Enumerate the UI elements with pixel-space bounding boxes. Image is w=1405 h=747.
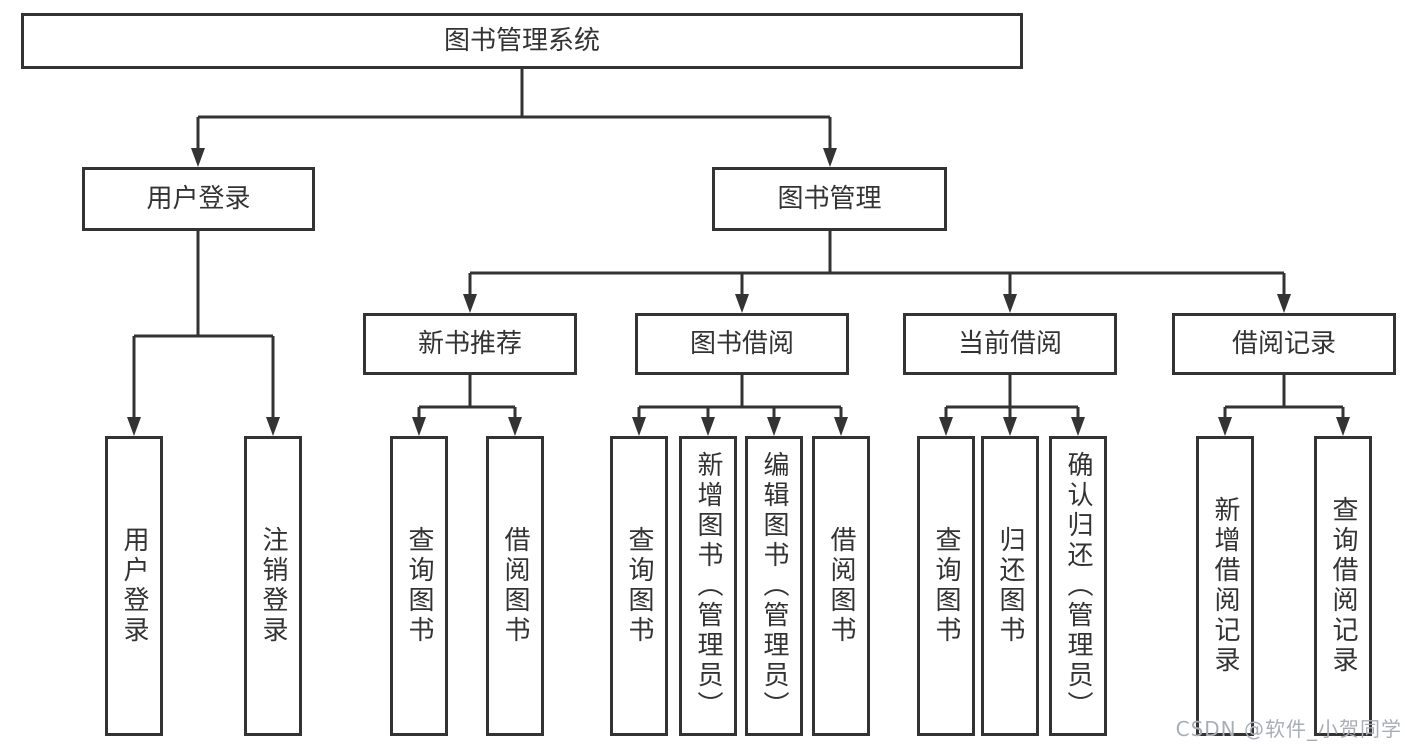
node-label: 用户登录 bbox=[146, 184, 251, 214]
node-label: 借阅图书 bbox=[826, 526, 856, 646]
arrow-down-icon bbox=[463, 294, 477, 313]
node-label: 新增图书（管理员） bbox=[693, 451, 723, 721]
arrow-down-icon bbox=[412, 417, 426, 436]
node-book-borrowing: 图书借阅 bbox=[635, 313, 849, 375]
leaf-borrow-books-recommend: 借阅图书 bbox=[486, 436, 544, 736]
node-label: 图书管理 bbox=[777, 184, 882, 214]
arrow-down-icon bbox=[939, 417, 953, 436]
node-label: 查询图书 bbox=[404, 526, 434, 646]
arrow-down-icon bbox=[767, 417, 781, 436]
node-label: 查询图书 bbox=[624, 526, 654, 646]
leaf-logout: 注销登录 bbox=[244, 436, 302, 736]
arrow-down-icon bbox=[1003, 417, 1017, 436]
leaf-confirm-return-admin: 确认归还（管理员） bbox=[1049, 436, 1107, 736]
node-label: 用户登录 bbox=[119, 526, 149, 646]
arrow-down-icon bbox=[1071, 417, 1085, 436]
arrow-down-icon bbox=[834, 417, 848, 436]
node-label: 借阅记录 bbox=[1231, 329, 1336, 359]
arrow-down-icon bbox=[1277, 294, 1291, 313]
arrow-down-icon bbox=[127, 417, 141, 436]
arrow-down-icon bbox=[632, 417, 646, 436]
leaf-user-login: 用户登录 bbox=[105, 436, 163, 736]
arrow-down-icon bbox=[1003, 294, 1017, 313]
node-label: 查询借阅记录 bbox=[1328, 496, 1358, 676]
node-label: 新书推荐 bbox=[417, 329, 522, 359]
node-label: 确认归还（管理员） bbox=[1063, 451, 1093, 721]
node-label: 新增借阅记录 bbox=[1210, 496, 1240, 676]
leaf-query-borrow-record: 查询借阅记录 bbox=[1314, 436, 1372, 736]
leaf-add-borrow-record: 新增借阅记录 bbox=[1196, 436, 1254, 736]
leaf-query-books-recommend: 查询图书 bbox=[390, 436, 448, 736]
node-label: 查询图书 bbox=[931, 526, 961, 646]
leaf-return-books: 归还图书 bbox=[981, 436, 1039, 736]
arrow-down-icon bbox=[508, 417, 522, 436]
arrow-down-icon bbox=[701, 417, 715, 436]
arrow-down-icon bbox=[266, 417, 280, 436]
node-new-book-recommendation: 新书推荐 bbox=[363, 313, 577, 375]
node-label: 图书管理系统 bbox=[443, 26, 600, 56]
node-current-borrowing: 当前借阅 bbox=[903, 313, 1117, 375]
arrow-down-icon bbox=[735, 294, 749, 313]
node-label: 编辑图书（管理员） bbox=[759, 451, 789, 721]
arrow-down-icon bbox=[191, 148, 205, 167]
arrow-down-icon bbox=[1218, 417, 1232, 436]
arrow-down-icon bbox=[1336, 417, 1350, 436]
node-user-login-branch: 用户登录 bbox=[82, 167, 315, 231]
arrow-down-icon bbox=[823, 148, 837, 167]
node-label: 图书借阅 bbox=[689, 329, 794, 359]
node-label: 注销登录 bbox=[258, 526, 288, 646]
leaf-borrow-books-borrowing: 借阅图书 bbox=[812, 436, 870, 736]
node-book-management-branch: 图书管理 bbox=[712, 167, 947, 231]
csdn-watermark: CSDN @软件_小贺同学 bbox=[1175, 717, 1402, 741]
node-label: 借阅图书 bbox=[500, 526, 530, 646]
node-label: 归还图书 bbox=[995, 526, 1025, 646]
node-label: 当前借阅 bbox=[957, 329, 1062, 359]
leaf-query-books-borrowing: 查询图书 bbox=[610, 436, 668, 736]
node-borrowing-records: 借阅记录 bbox=[1172, 313, 1396, 375]
leaf-edit-books-admin: 编辑图书（管理员） bbox=[745, 436, 803, 736]
leaf-query-books-current: 查询图书 bbox=[917, 436, 975, 736]
leaf-add-books-admin: 新增图书（管理员） bbox=[679, 436, 737, 736]
node-library-management-system: 图书管理系统 bbox=[21, 13, 1023, 69]
